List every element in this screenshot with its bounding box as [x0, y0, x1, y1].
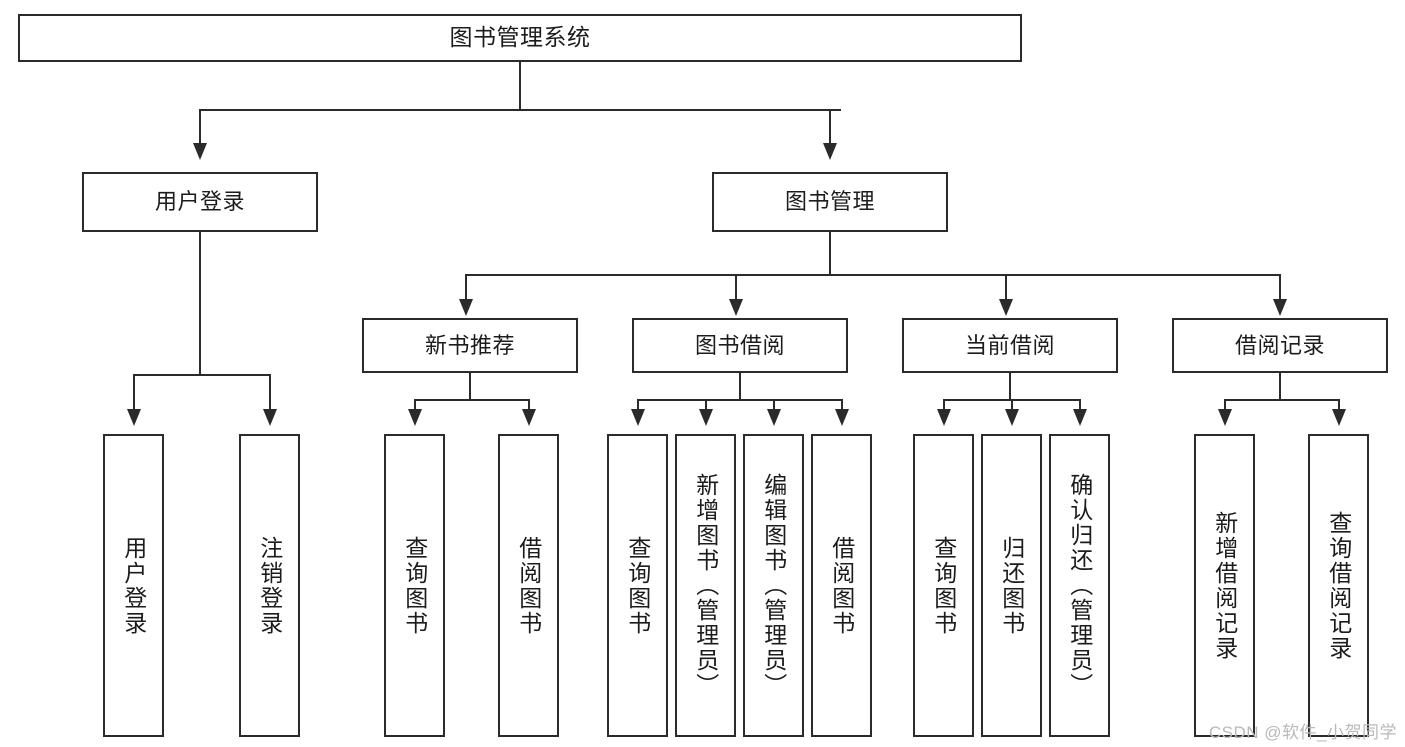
arrowhead-to-user-login — [193, 143, 207, 160]
node-label: 用户登录 — [154, 189, 245, 215]
leaf-confirm-return-admin[interactable]: 确认归还（管理员） — [1049, 434, 1110, 737]
node-label: 借阅记录 — [1234, 332, 1325, 358]
connector-bookmanage-stem — [829, 232, 831, 275]
connector-bookborrow-drop-1 — [637, 399, 639, 411]
node-label: 用户登录 — [120, 535, 147, 636]
node-label: 图书管理 — [784, 189, 875, 215]
arrowhead-to-borrow-record — [1273, 299, 1287, 316]
arrowhead-to-leaf-logout — [263, 409, 277, 426]
node-new-book-recommendation[interactable]: 新书推荐 — [362, 318, 578, 373]
node-label: 查询借阅记录 — [1325, 510, 1352, 661]
arrowhead-to-leaf-query-record — [1332, 409, 1346, 426]
leaf-logout[interactable]: 注销登录 — [239, 434, 300, 737]
leaf-user-login[interactable]: 用户登录 — [103, 434, 164, 737]
connector-root-drop-1 — [199, 109, 201, 145]
connector-root-bus — [199, 109, 841, 111]
connector-borrowrecord-bus — [1224, 399, 1340, 401]
arrowhead-to-current-borrow — [999, 299, 1013, 316]
leaf-query-book-current[interactable]: 查询图书 — [913, 434, 974, 737]
arrowhead-to-new-book-rec — [459, 299, 473, 316]
connector-bookborrow-bus — [637, 399, 843, 401]
arrowhead-to-leaf-confirm-return — [1073, 409, 1087, 426]
arrowhead-to-leaf-add-book — [699, 409, 713, 426]
connector-root-drop-2 — [829, 109, 831, 145]
connector-newbook-bus — [414, 399, 530, 401]
leaf-borrow-book-borrowing[interactable]: 借阅图书 — [811, 434, 872, 737]
node-book-borrowing[interactable]: 图书借阅 — [632, 318, 848, 373]
leaf-add-book-admin[interactable]: 新增图书（管理员） — [675, 434, 736, 737]
connector-newbook-drop-1 — [414, 399, 416, 411]
arrowhead-to-leaf-query-book-1 — [408, 409, 422, 426]
connector-bookborrow-drop-4 — [841, 399, 843, 411]
arrowhead-to-leaf-borrow-book-1 — [522, 409, 536, 426]
node-label: 查询图书 — [401, 535, 428, 636]
leaf-return-book[interactable]: 归还图书 — [981, 434, 1042, 737]
connector-bookmanage-drop-1 — [465, 274, 467, 301]
node-label: 新增图书（管理员） — [692, 473, 719, 698]
leaf-query-book-new-recommend[interactable]: 查询图书 — [384, 434, 445, 737]
arrowhead-to-leaf-borrow-book-2 — [835, 409, 849, 426]
connector-userlogin-drop-1 — [133, 374, 135, 411]
node-root-book-management-system[interactable]: 图书管理系统 — [18, 14, 1022, 62]
leaf-borrow-book-new-recommend[interactable]: 借阅图书 — [498, 434, 559, 737]
node-label: 注销登录 — [256, 535, 283, 636]
node-current-borrowing[interactable]: 当前借阅 — [902, 318, 1118, 373]
leaf-edit-book-admin[interactable]: 编辑图书（管理员） — [743, 434, 804, 737]
connector-bookmanage-drop-3 — [1005, 274, 1007, 301]
arrowhead-to-book-borrow — [729, 299, 743, 316]
node-label: 新书推荐 — [424, 332, 515, 358]
node-label: 确认归还（管理员） — [1066, 473, 1093, 698]
node-label: 查询图书 — [624, 535, 651, 636]
arrowhead-to-book-manage — [823, 143, 837, 160]
leaf-query-borrow-record[interactable]: 查询借阅记录 — [1308, 434, 1369, 737]
node-label: 图书管理系统 — [449, 24, 591, 51]
node-label: 归还图书 — [998, 535, 1025, 636]
node-label: 借阅图书 — [828, 535, 855, 636]
connector-userlogin-bus — [133, 374, 270, 376]
arrowhead-to-leaf-add-record — [1218, 409, 1232, 426]
connector-currentborrow-stem — [1009, 373, 1011, 400]
node-user-login[interactable]: 用户登录 — [82, 172, 318, 232]
connector-bookmanage-drop-4 — [1279, 274, 1281, 301]
leaf-query-book-borrowing[interactable]: 查询图书 — [607, 434, 668, 737]
connector-borrowrecord-stem — [1279, 373, 1281, 400]
connector-bookborrow-drop-3 — [773, 399, 775, 411]
connector-bookmanage-drop-2 — [735, 274, 737, 301]
node-borrow-records[interactable]: 借阅记录 — [1172, 318, 1388, 373]
connector-currentborrow-drop-3 — [1079, 399, 1081, 411]
node-label: 查询图书 — [930, 535, 957, 636]
connector-newbook-drop-2 — [528, 399, 530, 411]
connector-bookborrow-stem — [739, 373, 741, 400]
node-book-management[interactable]: 图书管理 — [712, 172, 948, 232]
node-label: 编辑图书（管理员） — [760, 473, 787, 698]
arrowhead-to-leaf-user-login — [127, 409, 141, 426]
connector-currentborrow-drop-1 — [943, 399, 945, 411]
node-label: 图书借阅 — [694, 332, 785, 358]
connector-currentborrow-drop-2 — [1011, 399, 1013, 411]
connector-userlogin-drop-2 — [269, 374, 271, 411]
arrowhead-to-leaf-query-book-2 — [631, 409, 645, 426]
arrowhead-to-leaf-query-book-3 — [937, 409, 951, 426]
arrowhead-to-leaf-return-book — [1005, 409, 1019, 426]
node-label: 借阅图书 — [515, 535, 542, 636]
connector-borrowrecord-drop-2 — [1338, 399, 1340, 411]
connector-bookborrow-drop-2 — [705, 399, 707, 411]
connector-newbook-stem — [469, 373, 471, 400]
node-label: 新增借阅记录 — [1211, 510, 1238, 661]
connector-borrowrecord-drop-1 — [1224, 399, 1226, 411]
arrowhead-to-leaf-edit-book — [767, 409, 781, 426]
connector-userlogin-stem — [199, 232, 201, 375]
connector-root-stem — [519, 62, 521, 110]
node-label: 当前借阅 — [964, 332, 1055, 358]
connector-bookmanage-bus — [465, 274, 1280, 276]
leaf-add-borrow-record[interactable]: 新增借阅记录 — [1194, 434, 1255, 737]
